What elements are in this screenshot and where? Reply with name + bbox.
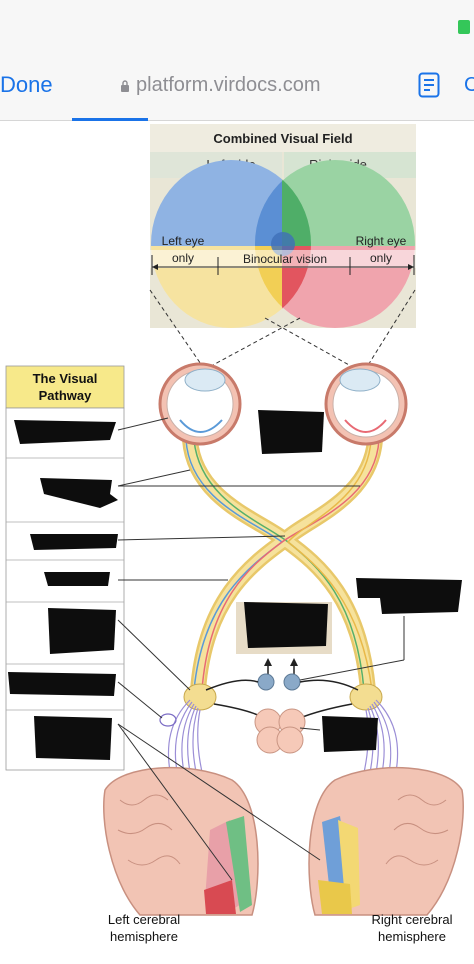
pathway-title-2: Pathway [39, 388, 93, 403]
right-hemisphere-label-2: hemisphere [378, 929, 446, 944]
combined-visual-field: Combined Visual Field Left side Right si… [150, 124, 416, 328]
browser-toolbar: Done platform.virdocs.com C [0, 52, 474, 121]
nuclei [257, 658, 301, 691]
left-hemisphere-label-1: Left cerebral [108, 912, 180, 927]
right-eye-only-label-1: Right eye [356, 234, 407, 248]
visual-pathway-figure: Combined Visual Field Left side Right si… [5, 124, 464, 944]
more-icon[interactable]: C [464, 74, 474, 96]
leader-lines [117, 417, 405, 881]
redaction-3 [30, 534, 118, 550]
redacted-labels [8, 410, 462, 760]
left-eye-only-label-2: only [172, 251, 194, 265]
visual-field-title: Combined Visual Field [213, 131, 352, 146]
redaction-4 [44, 572, 110, 586]
right-hemisphere-label-1: Right cerebral [372, 912, 453, 927]
binocular-vision-label: Binocular vision [243, 252, 327, 266]
tab-indicator [72, 118, 148, 121]
left-hemisphere-label-2: hemisphere [110, 929, 178, 944]
redaction-6 [8, 672, 116, 696]
left-eye [158, 362, 242, 446]
reader-icon[interactable] [418, 72, 440, 98]
left-hemisphere [103, 766, 259, 916]
view-lines [149, 289, 416, 373]
left-eye-only-label-1: Left eye [162, 234, 205, 248]
redaction-11 [322, 716, 378, 752]
right-eye [324, 362, 408, 446]
right-hemisphere [308, 766, 464, 916]
pathway-title-1: The Visual [33, 371, 98, 386]
redaction-2 [40, 478, 118, 508]
redaction-9 [356, 578, 462, 614]
redaction-1 [14, 420, 116, 444]
optic-nerves [182, 438, 383, 691]
redaction-5 [48, 608, 116, 654]
done-button[interactable]: Done [0, 72, 53, 97]
lock-icon [121, 80, 129, 92]
status-bar [0, 0, 474, 52]
right-eye-only-label-2: only [370, 251, 392, 265]
reflex-lines [205, 679, 359, 719]
redaction-7 [34, 716, 112, 760]
battery-icon [458, 20, 470, 34]
url-text: platform.virdocs.com [136, 74, 321, 96]
url-bar[interactable]: platform.virdocs.com [120, 74, 321, 97]
redaction-10 [244, 602, 328, 648]
pathway-label-box: The Visual Pathway [5, 365, 125, 771]
redaction-8 [258, 410, 324, 454]
radiation-marker [159, 713, 177, 727]
midbrain [254, 708, 306, 754]
